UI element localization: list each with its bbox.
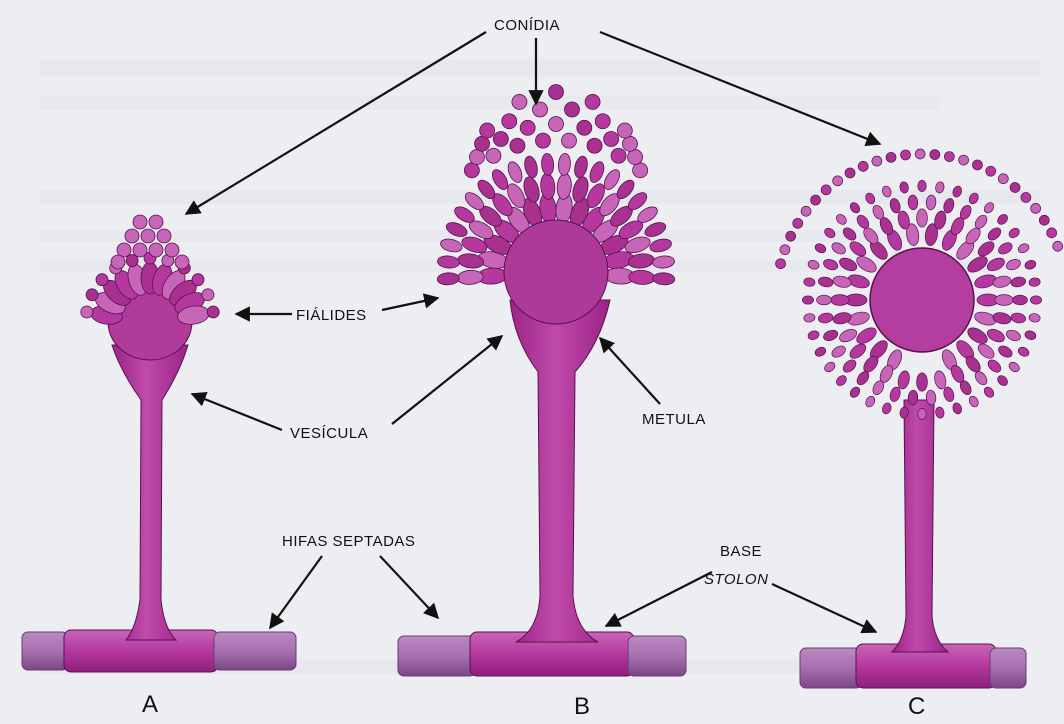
conidium — [549, 117, 564, 132]
conidium — [549, 85, 564, 100]
conidium — [520, 120, 535, 135]
label-metula: METULA — [642, 411, 706, 428]
conidium — [510, 138, 525, 153]
conidium — [486, 148, 501, 163]
phialide — [918, 408, 926, 419]
conidium — [915, 149, 925, 159]
metula — [995, 295, 1013, 306]
conidium — [587, 138, 602, 153]
conidium — [595, 114, 610, 129]
conidium — [562, 133, 577, 148]
conidium — [475, 136, 490, 151]
conidium — [535, 133, 550, 148]
conidium — [611, 148, 626, 163]
conidium — [464, 163, 479, 178]
conidium — [998, 174, 1008, 184]
conidium — [1053, 241, 1063, 251]
conidium — [493, 132, 508, 147]
conidium — [175, 255, 189, 269]
vesicle-b — [504, 220, 608, 324]
conidium — [1021, 192, 1031, 202]
conidium — [930, 150, 940, 160]
conidium — [617, 123, 632, 138]
conidium — [469, 150, 484, 165]
label-hifas-septadas: HIFAS SEPTADAS — [282, 533, 415, 550]
label-conidia: CONÍDIA — [494, 17, 560, 34]
label-b: B — [574, 693, 590, 720]
conidium — [149, 215, 163, 229]
conidium — [901, 150, 911, 160]
metula — [917, 209, 928, 227]
label-stolon: STOLON — [704, 571, 768, 588]
conidium — [780, 245, 790, 255]
conidium — [512, 94, 527, 109]
conidium — [480, 123, 495, 138]
conidium — [157, 229, 171, 243]
label-fialides: FIÁLIDES — [296, 307, 367, 324]
phialide — [1013, 295, 1028, 305]
phialide — [1030, 296, 1041, 304]
label-vesicula: VESÍCULA — [290, 425, 368, 442]
conidium — [585, 94, 600, 109]
metula — [917, 373, 928, 391]
label-base: BASE — [720, 543, 762, 560]
label-c: C — [908, 693, 925, 720]
conidium — [886, 152, 896, 162]
metula — [831, 295, 849, 306]
conidium — [1047, 228, 1057, 238]
phialide — [802, 296, 813, 304]
conidium — [86, 289, 98, 301]
conidium — [81, 306, 93, 318]
conidium — [776, 259, 786, 269]
label-a: A — [142, 691, 158, 718]
conidium — [604, 132, 619, 147]
conidium — [502, 114, 517, 129]
conidium — [959, 155, 969, 165]
conidium — [533, 102, 548, 117]
conidium — [845, 168, 855, 178]
vesicle-c — [870, 248, 974, 352]
phialide — [918, 180, 926, 191]
conidium — [786, 231, 796, 241]
conidium — [96, 274, 108, 286]
conidium — [192, 274, 204, 286]
conidium — [821, 185, 831, 195]
conidium — [202, 289, 214, 301]
conidium — [801, 206, 811, 216]
conidium — [125, 229, 139, 243]
conidium — [133, 215, 147, 229]
conidium — [622, 136, 637, 151]
conidium — [833, 176, 843, 186]
conidium — [793, 218, 803, 228]
conidium — [1031, 203, 1041, 213]
conidium — [207, 306, 219, 318]
conidium — [811, 195, 821, 205]
conidium — [986, 166, 996, 176]
conidium — [149, 243, 163, 257]
conidium — [111, 255, 125, 269]
conidium — [972, 160, 982, 170]
phialide — [817, 295, 832, 305]
conidium — [872, 156, 882, 166]
conidium — [141, 229, 155, 243]
conidium — [628, 150, 643, 165]
conidium — [165, 243, 179, 257]
conidium — [564, 102, 579, 117]
conidium — [944, 152, 954, 162]
conidium — [858, 161, 868, 171]
conidium — [133, 243, 147, 257]
conidium — [1039, 215, 1049, 225]
conidium — [633, 163, 648, 178]
conidium — [577, 120, 592, 135]
conidium — [1010, 183, 1020, 193]
